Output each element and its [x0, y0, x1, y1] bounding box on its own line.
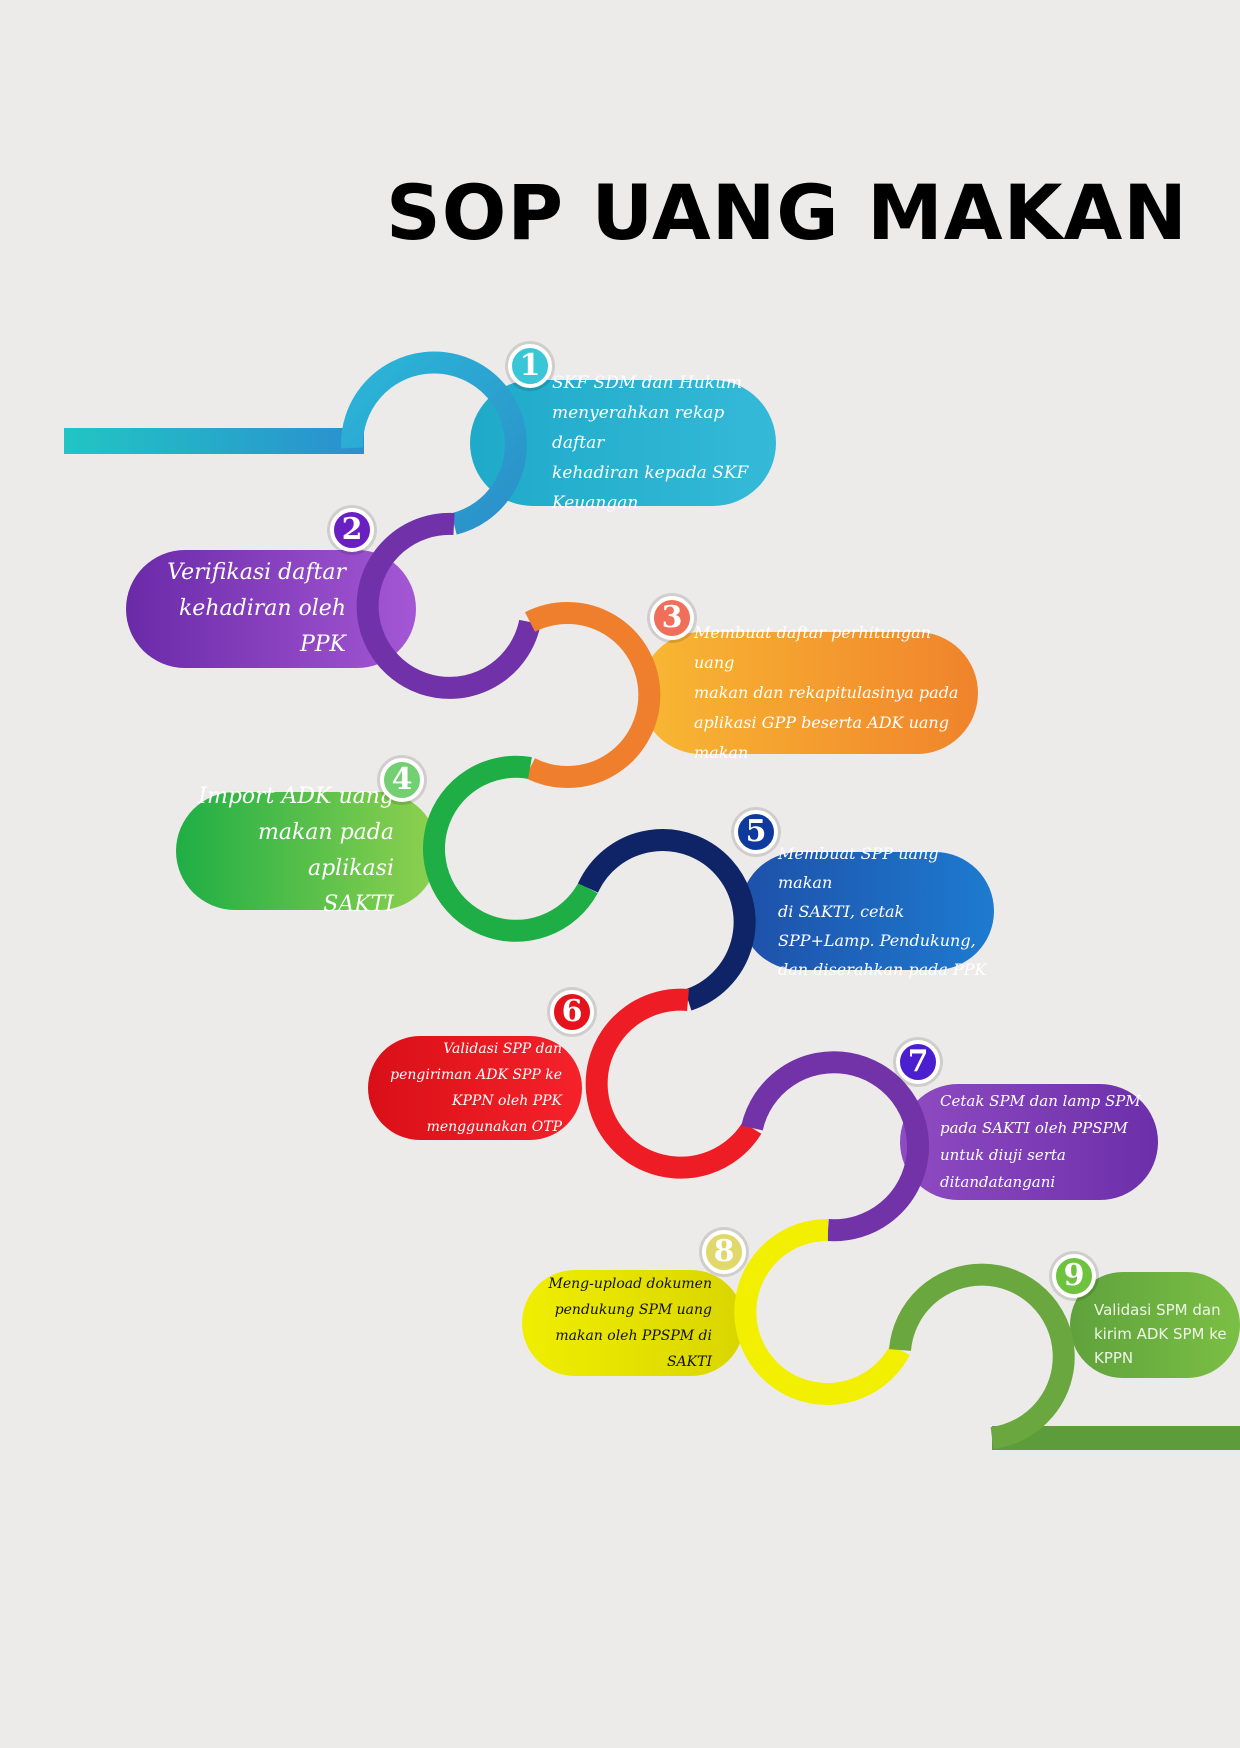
step-4-text: Import ADK uang makan pada aplikasi SAKT… [198, 784, 394, 917]
step-6-text: Validasi SPP dan pengiriman ADK SPP ke K… [390, 1041, 562, 1135]
curve-step-3 [525, 602, 661, 788]
step-2-number-badge: 2 [330, 508, 374, 552]
step-3-pill [640, 632, 978, 754]
step-4-pill [176, 792, 438, 910]
curve-step-1 [340, 351, 527, 535]
step-6-pill [368, 1036, 582, 1140]
start-bar [64, 428, 364, 454]
step-4-number-badge: 4 [380, 758, 424, 802]
step-8-text: Meng-upload dokumen pendukung SPM uang m… [548, 1276, 712, 1370]
step-6-number-badge: 6 [550, 990, 594, 1034]
step-9-text: Validasi SPM dan kirim ADK SPM ke KPPN [1094, 1301, 1227, 1367]
curve-step-5 [578, 829, 756, 1011]
step-5-number-badge: 5 [734, 810, 778, 854]
step-3-text: Membuat daftar perhitungan uang makan da… [694, 623, 959, 762]
curve-step-9 [889, 1263, 1075, 1449]
step-7-number-badge: 7 [896, 1040, 940, 1084]
step-9-number-badge: 9 [1052, 1254, 1096, 1298]
step-5-text: Membuat SPP uang makan di SAKTI, cetak S… [778, 843, 987, 979]
curve-step-4 [422, 755, 598, 942]
page-title: SOP UANG MAKAN [386, 168, 1188, 257]
step-8-pill [522, 1270, 744, 1376]
step-5-pill [740, 852, 994, 970]
curve-step-7 [741, 1051, 929, 1242]
step-2-text: Verifikasi daftar kehadiran oleh PPK [167, 560, 346, 657]
curve-step-2 [356, 512, 541, 699]
step-1-pill [470, 380, 776, 506]
curve-step-8 [734, 1218, 910, 1405]
step-7-text: Cetak SPM dan lamp SPM pada SAKTI oleh P… [940, 1092, 1141, 1191]
step-2-pill [126, 550, 416, 668]
step-9-pill [1070, 1272, 1240, 1378]
curve-step-6 [585, 988, 762, 1179]
step-7-pill [900, 1084, 1158, 1200]
step-8-number-badge: 8 [702, 1230, 746, 1274]
step-1-number-badge: 1 [508, 344, 552, 388]
step-1-text: SKF SDM dan Hukum menyerahkan rekap daft… [552, 373, 749, 513]
step-3-number-badge: 3 [650, 596, 694, 640]
